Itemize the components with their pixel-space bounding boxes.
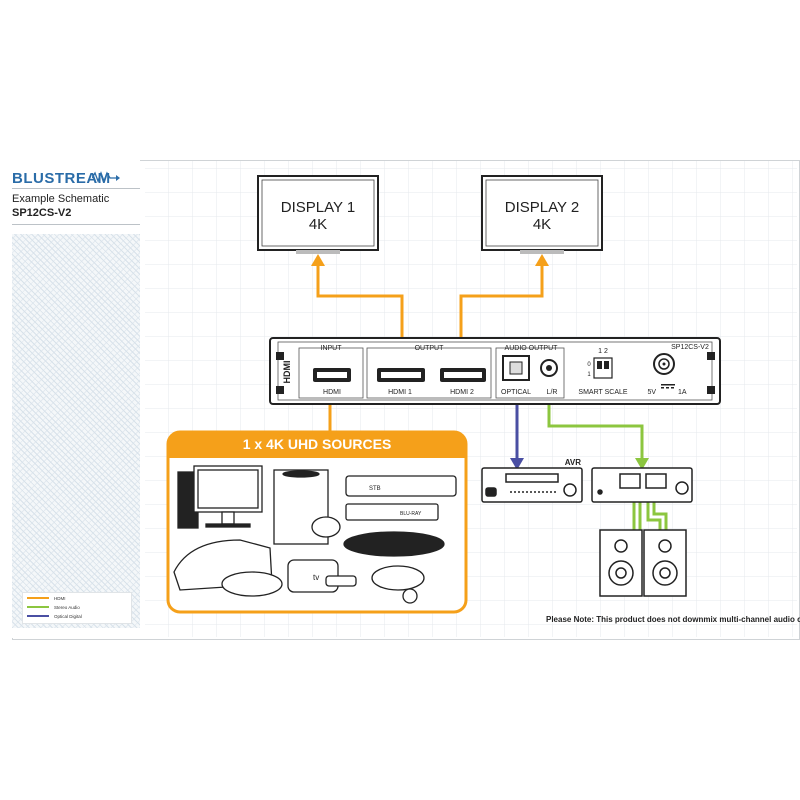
arrow-icon	[510, 458, 524, 470]
brand-logo: BLUSTREAM	[12, 170, 111, 187]
stb-label: STB	[369, 486, 381, 492]
amplifier-device	[591, 467, 693, 503]
display-2-name: DISPLAY 2	[505, 199, 580, 216]
hdmi-cable-display-1	[316, 262, 404, 370]
legend-label: Optical Digital	[54, 613, 82, 619]
xbox-controller-icon	[311, 516, 341, 538]
bluray-label: BLU-RAY	[400, 511, 422, 517]
legend-swatch	[27, 597, 49, 599]
legend-item-stereo: Stereo Audio	[27, 603, 80, 611]
display-2	[481, 175, 603, 254]
hdmi-logo: HDMI	[282, 361, 292, 384]
power-current-label: 1A	[678, 389, 687, 396]
smart-scale-label: SMART SCALE	[578, 389, 627, 396]
legend-item-hdmi: HDMI	[27, 594, 66, 602]
arrow-icon	[635, 458, 649, 470]
display-1-res: 4K	[309, 216, 327, 233]
legend: HDMI Stereo Audio Optical Digital	[22, 592, 132, 624]
sources-header	[168, 432, 466, 458]
input-group-label: INPUT	[321, 345, 343, 352]
device-model-label: SP12CS-V2	[671, 344, 709, 351]
port-hdmi-1-label: HDMI 1	[388, 389, 412, 396]
power-voltage-label: 5V	[647, 389, 656, 396]
bluray-icon	[345, 503, 439, 521]
sidebar-hatch	[12, 234, 140, 628]
separator	[12, 188, 140, 189]
sky-box-icon	[343, 531, 445, 557]
display-2-res: 4K	[533, 216, 551, 233]
legend-label: HDMI	[54, 595, 66, 601]
dip-numbers: 1 2	[598, 348, 608, 355]
brand-wave-icon	[92, 171, 120, 183]
display-1-name: DISPLAY 1	[281, 199, 356, 216]
dip-one: 1	[587, 372, 591, 378]
arrow-icon	[535, 254, 549, 266]
source-devices	[173, 465, 457, 604]
downmix-note: Please Note: This product does not downm…	[546, 615, 800, 624]
port-hdmi-2-label: HDMI 2	[450, 389, 474, 396]
legend-swatch	[27, 615, 49, 617]
speakers	[599, 529, 687, 597]
apple-tv-label: tv	[313, 573, 319, 582]
display-1	[257, 175, 379, 254]
ps-controller-icon	[221, 571, 283, 597]
separator	[12, 224, 140, 225]
audio-output-group-label: AUDIO OUTPUT	[505, 345, 559, 352]
camera-icon	[371, 565, 425, 591]
port-hdmi-in-label: HDMI	[323, 389, 341, 396]
model-label: SP12CS-V2	[12, 207, 72, 219]
splitter-device	[269, 337, 721, 405]
example-schematic-label: Example Schematic	[12, 193, 110, 205]
arrow-icon	[311, 254, 325, 266]
dip-zero: 0	[587, 362, 591, 368]
legend-label: Stereo Audio	[54, 604, 80, 610]
sources-title: 1 x 4K UHD SOURCES	[242, 436, 392, 452]
port-optical-label: OPTICAL	[501, 389, 531, 396]
legend-swatch	[27, 606, 49, 608]
avr-device	[481, 467, 583, 503]
legend-item-optical: Optical Digital	[27, 612, 82, 620]
dip-switch	[593, 357, 613, 379]
output-group-label: OUTPUT	[415, 345, 445, 352]
avr-label: AVR	[565, 458, 582, 467]
port-lr-label: L/R	[547, 389, 558, 396]
stb-icon	[345, 475, 457, 497]
hdmi-cable-display-2	[459, 262, 544, 370]
